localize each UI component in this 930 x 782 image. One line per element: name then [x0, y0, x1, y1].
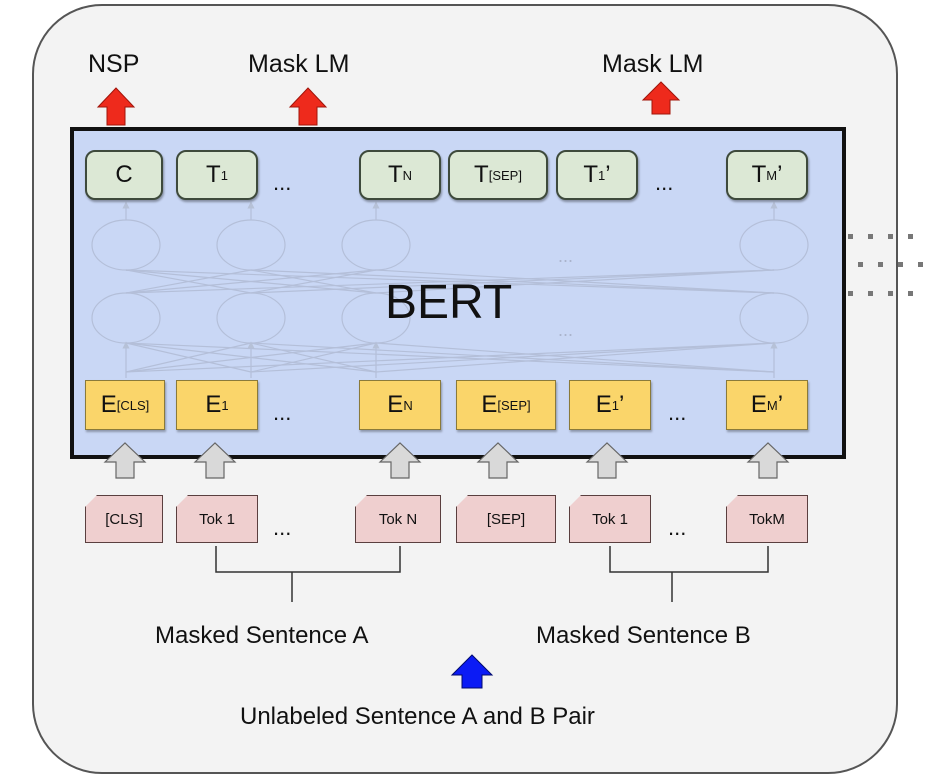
- head-arrows: [96, 81, 681, 126]
- token-sep: [SEP]: [456, 495, 556, 543]
- bracket-sentence-a: [215, 546, 401, 573]
- token-cls: [CLS]: [85, 495, 163, 543]
- token-ellipsis-b: ...: [668, 515, 687, 540]
- hidden-node: [91, 292, 161, 344]
- embedding-cls: E[CLS]: [85, 380, 165, 430]
- token-tokm: TokM: [726, 495, 808, 543]
- hidden-ellipsis-upper: ...: [558, 246, 574, 266]
- embedding-ellipsis-b: ...: [668, 400, 687, 425]
- sentence-brackets: [215, 546, 769, 602]
- token-tok1-b: Tok 1: [569, 495, 651, 543]
- embedding-sep: E[SEP]: [456, 380, 556, 430]
- mask-lm-arrow-left: [288, 87, 328, 126]
- hidden-node: [91, 219, 161, 271]
- nsp-label: NSP: [88, 50, 140, 78]
- hidden-node: [739, 219, 809, 271]
- embedding-ellipsis-a: ...: [273, 400, 292, 425]
- output-tsep: T[SEP]: [448, 150, 548, 200]
- input-arrow: [476, 442, 520, 479]
- input-arrow: [746, 442, 790, 479]
- hidden-node: [216, 292, 286, 344]
- bert-label: BERT: [385, 276, 513, 329]
- segment-label-b: Masked Sentence B: [536, 622, 751, 649]
- hidden-node: [739, 292, 809, 344]
- mask-lm-label-right: Mask LM: [602, 50, 704, 78]
- token-tokn: Tok N: [355, 495, 441, 543]
- hidden-network: [91, 201, 809, 378]
- mask-lm-arrow-right: [641, 81, 681, 115]
- segment-label-a: Masked Sentence A: [155, 622, 369, 649]
- nsp-arrow: [96, 87, 136, 126]
- bracket-sentence-b: [609, 546, 769, 573]
- hidden-node: [341, 219, 411, 271]
- input-arrow: [103, 442, 147, 479]
- input-pair-label: Unlabeled Sentence A and B Pair: [240, 703, 595, 730]
- hidden-node: [216, 219, 286, 271]
- token-tok1-a: Tok 1: [176, 495, 258, 543]
- mask-lm-label-left: Mask LM: [248, 50, 350, 78]
- input-pair-arrow: [450, 654, 494, 689]
- output-c: C: [85, 150, 163, 200]
- embedding-input-arrows: [103, 442, 790, 479]
- dotted-trail: [848, 234, 923, 296]
- hidden-ellipsis-lower: ...: [558, 320, 574, 340]
- input-arrow: [378, 442, 422, 479]
- output-ellipsis-a: ...: [273, 170, 292, 195]
- token-ellipsis-a: ...: [273, 515, 292, 540]
- input-arrow: [585, 442, 629, 479]
- input-arrow: [193, 442, 237, 479]
- output-ellipsis-b: ...: [655, 170, 674, 195]
